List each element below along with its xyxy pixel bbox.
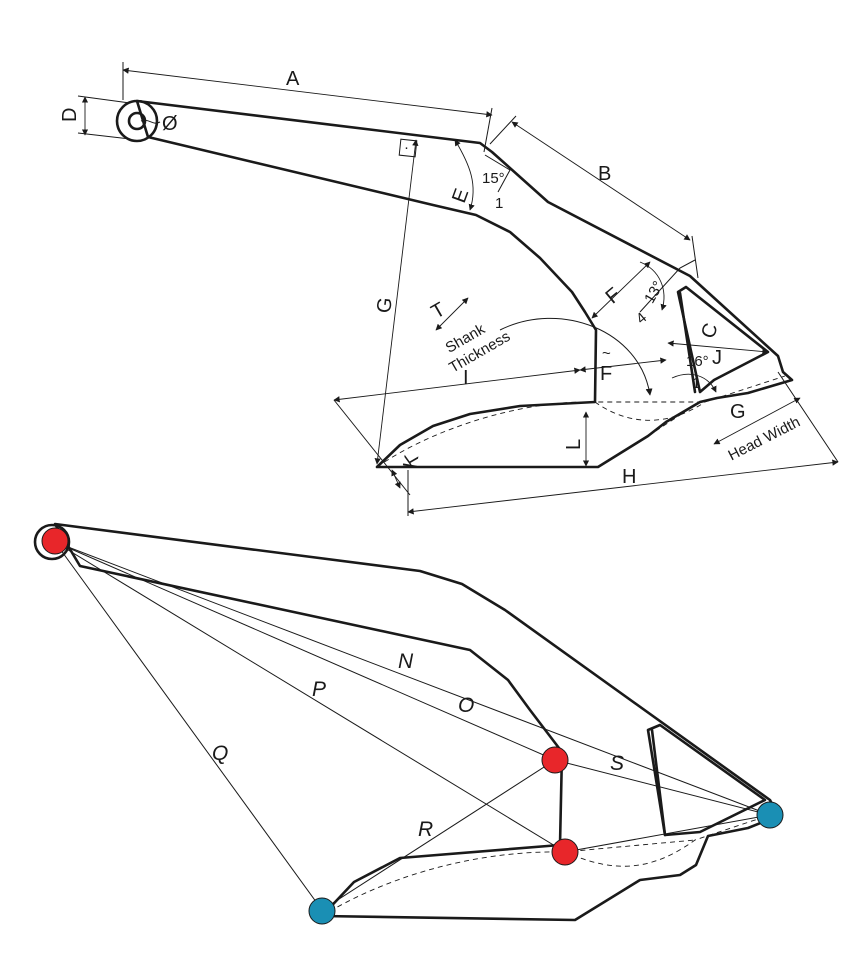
line-O (54, 541, 771, 816)
pivot-fluke-tip (308, 897, 336, 925)
ratio-1-mid: 1 (692, 375, 700, 392)
top-anchor-diagram: A D Ø B E 15° 1 · G F 13° 4 C J (59, 62, 839, 516)
label-P: P (312, 678, 326, 701)
label-C: C (697, 320, 723, 341)
line-N (54, 541, 556, 761)
label-L: L (563, 439, 585, 450)
ratio-4: 4 (633, 309, 650, 327)
bottom-anchor-diagram: N O P Q R S (33, 522, 784, 925)
label-D: D (59, 108, 81, 122)
line-P (54, 541, 566, 853)
label-B: B (598, 163, 611, 185)
label-phi: Ø (162, 113, 178, 135)
label-E: E (448, 186, 473, 206)
label-G: G (373, 296, 397, 314)
pivot-heel (756, 801, 784, 829)
line-R (321, 759, 556, 911)
tilde-mark: ~ (602, 345, 611, 362)
ratio-1-top: 1 (495, 195, 503, 212)
top-anchor-outline (135, 99, 794, 469)
label-F-lower: F (600, 363, 612, 385)
label-Q: Q (212, 742, 228, 765)
pivot-shank-mid (541, 746, 569, 774)
angle-15: 15° (482, 170, 505, 187)
line-Q (54, 541, 323, 911)
pivot-crown (551, 838, 579, 866)
label-R: R (418, 818, 433, 841)
shackle-eye-outer (115, 99, 159, 143)
label-N: N (398, 650, 414, 673)
label-A: A (286, 68, 300, 90)
right-angle-dot: · (404, 139, 409, 156)
label-K: K (399, 452, 423, 470)
bottom-fin (646, 723, 767, 837)
label-H: H (622, 466, 636, 488)
label-G-lower: G (730, 401, 746, 423)
label-S: S (610, 752, 624, 775)
label-J: J (712, 347, 722, 369)
pivot-shackle (41, 527, 69, 555)
angle-16: 16° (686, 353, 709, 370)
bottom-anchor-outline (53, 522, 780, 922)
label-I: I (463, 367, 469, 389)
line-S (554, 759, 771, 816)
label-F-upper: F (602, 284, 626, 309)
label-O: O (458, 694, 474, 717)
